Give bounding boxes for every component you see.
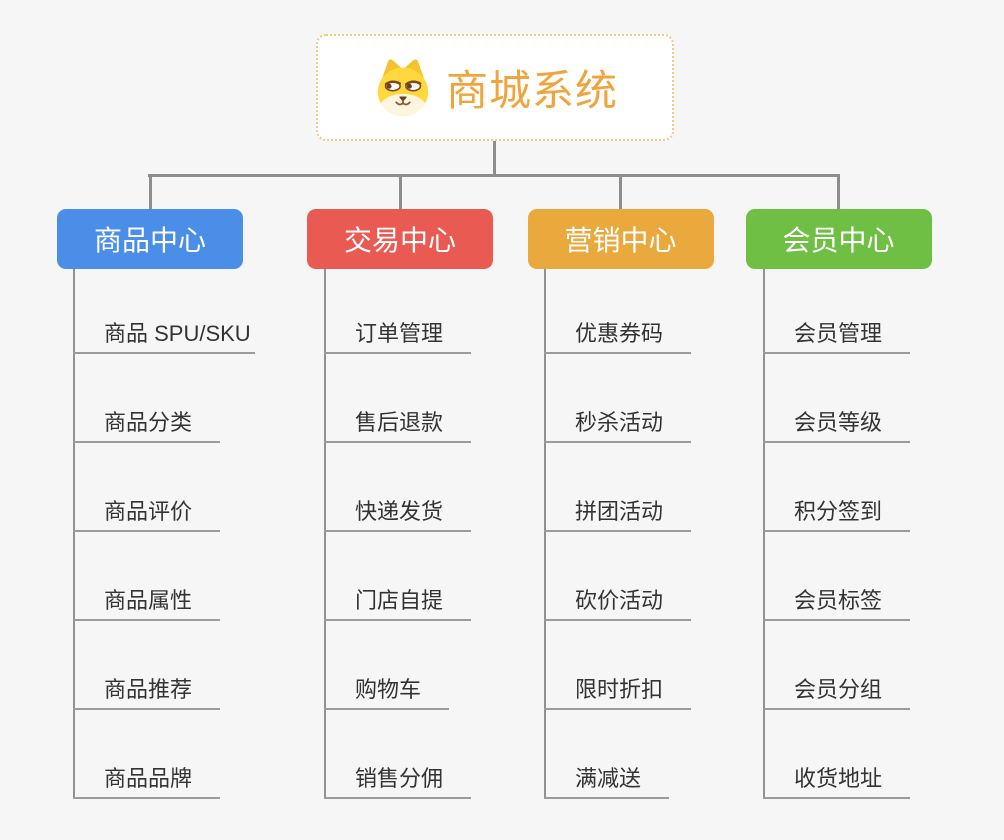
branch-items: 订单管理售后退款快递发货门店自提购物车销售分佣: [324, 265, 472, 799]
item-label: 商品评价: [104, 499, 193, 524]
branch-items: 优惠券码秒杀活动拼团活动砍价活动限时折扣满减送: [544, 265, 692, 799]
mindmap-item[interactable]: 满减送: [544, 710, 670, 799]
dog-face-icon: [377, 58, 429, 116]
connector-root-stub: [493, 141, 496, 177]
mindmap-item[interactable]: 秒杀活动: [544, 354, 692, 443]
item-label: 商品品牌: [104, 766, 193, 791]
connector-drop-line: [837, 174, 840, 211]
mindmap-item[interactable]: 商品 SPU/SKU: [73, 265, 255, 354]
mindmap-item[interactable]: 会员管理: [763, 265, 911, 354]
item-label: 销售分佣: [355, 766, 444, 791]
branch-stem-line: [324, 269, 326, 799]
mindmap-item[interactable]: 拼团活动: [544, 443, 692, 532]
connector-drop-line: [398, 174, 402, 211]
branch-node-marketing-center[interactable]: 营销中心: [527, 209, 714, 269]
root-title: 商城系统: [445, 67, 618, 114]
item-label: 商品推荐: [104, 677, 193, 702]
mindmap-item[interactable]: 砍价活动: [544, 532, 692, 621]
item-label: 快递发货: [355, 499, 444, 524]
item-label: 商品 SPU/SKU: [104, 321, 251, 346]
mindmap-item[interactable]: 会员分组: [763, 621, 911, 710]
item-label: 会员等级: [794, 410, 883, 435]
item-label: 会员管理: [794, 321, 883, 346]
item-label: 商品分类: [104, 410, 193, 435]
mindmap-item[interactable]: 商品分类: [73, 354, 221, 443]
item-label: 优惠券码: [575, 321, 664, 346]
branch-label: 会员中心: [782, 225, 895, 256]
mindmap-item[interactable]: 优惠券码: [544, 265, 692, 354]
mindmap-item[interactable]: 订单管理: [324, 265, 472, 354]
mindmap-item[interactable]: 限时折扣: [544, 621, 692, 710]
branch-stem-line: [544, 269, 546, 799]
item-label: 商品属性: [104, 588, 193, 613]
connector-horizontal-line: [148, 174, 840, 177]
item-label: 会员分组: [794, 677, 883, 702]
item-label: 满减送: [575, 766, 642, 791]
mindmap-item[interactable]: 快递发货: [324, 443, 472, 532]
mindmap-item[interactable]: 会员等级: [763, 354, 911, 443]
item-label: 门店自提: [355, 588, 444, 613]
mindmap-item[interactable]: 售后退款: [324, 354, 472, 443]
mindmap-item[interactable]: 收货地址: [763, 710, 911, 799]
mindmap-item[interactable]: 会员标签: [763, 532, 911, 621]
branch-label: 商品中心: [93, 225, 206, 256]
item-label: 购物车: [355, 677, 422, 702]
connector-drop-line: [619, 174, 622, 211]
mindmap-item[interactable]: 商品评价: [73, 443, 221, 532]
mindmap-item[interactable]: 商品属性: [73, 532, 221, 621]
branch-items: 会员管理会员等级积分签到会员标签会员分组收货地址: [763, 265, 911, 799]
mindmap-item[interactable]: 商品品牌: [73, 710, 221, 799]
mindmap-item[interactable]: 购物车: [324, 621, 450, 710]
branch-label: 交易中心: [343, 225, 456, 256]
root-node[interactable]: 商城系统: [316, 34, 674, 141]
branch-label: 营销中心: [564, 225, 677, 256]
mindmap-item[interactable]: 积分签到: [763, 443, 911, 532]
item-label: 收货地址: [794, 766, 883, 791]
item-label: 订单管理: [355, 321, 444, 346]
branch-items: 商品 SPU/SKU 商品分类商品评价商品属性商品推荐商品品牌: [73, 265, 255, 799]
item-label: 限时折扣: [575, 677, 664, 702]
item-label: 积分签到: [794, 499, 883, 524]
branch-node-trade-center[interactable]: 交易中心: [307, 209, 493, 269]
item-label: 砍价活动: [575, 588, 664, 613]
branch-node-member-center[interactable]: 会员中心: [745, 209, 932, 269]
mindmap-item[interactable]: 商品推荐: [73, 621, 221, 710]
branch-node-product-center[interactable]: 商品中心: [57, 209, 243, 269]
branch-stem-line: [763, 269, 765, 799]
item-label: 拼团活动: [575, 499, 664, 524]
item-label: 会员标签: [794, 588, 883, 613]
item-label: 秒杀活动: [575, 410, 664, 435]
connector-drop-line: [148, 174, 152, 211]
item-label: 售后退款: [355, 410, 444, 435]
mindmap-item[interactable]: 销售分佣: [324, 710, 472, 799]
branch-stem-line: [73, 269, 75, 799]
mindmap-item[interactable]: 门店自提: [324, 532, 472, 621]
